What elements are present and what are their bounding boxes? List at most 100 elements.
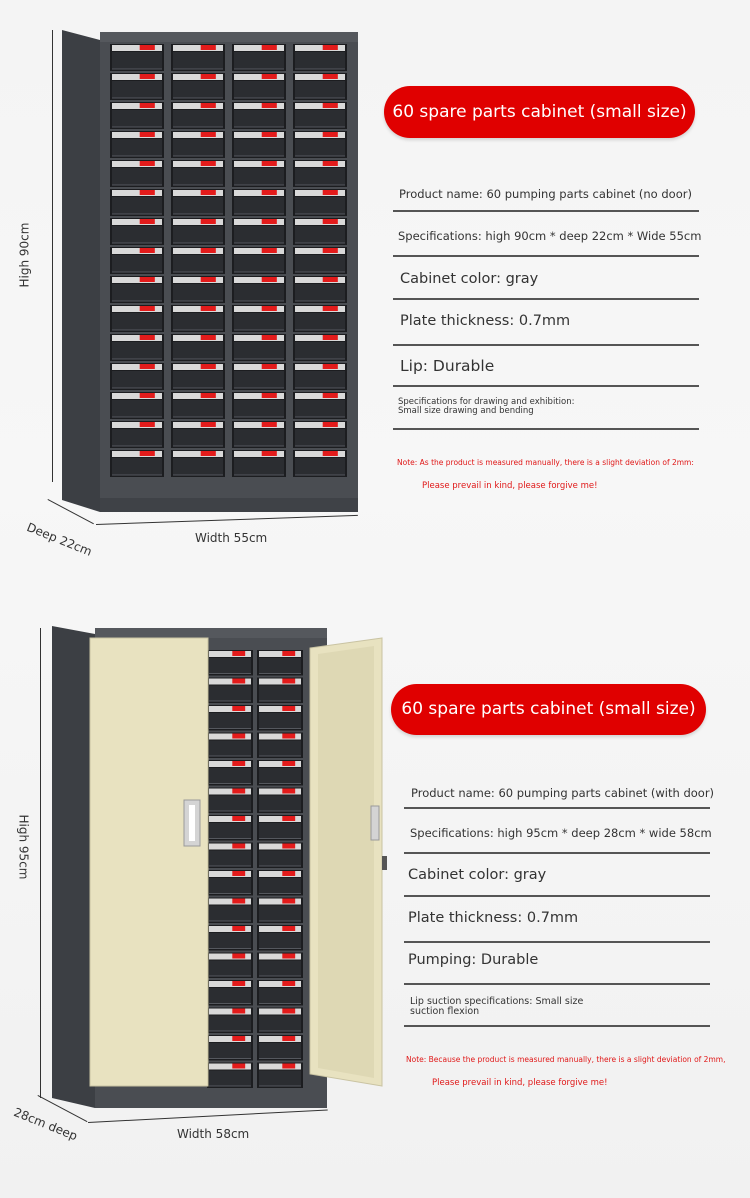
drawer — [207, 1007, 253, 1033]
cabinet-with-door-image — [0, 600, 400, 1160]
drawer — [257, 897, 303, 923]
drawer — [293, 276, 347, 303]
drawer — [257, 980, 303, 1006]
product-title: 60 spare parts cabinet (small size) — [392, 102, 687, 122]
drawer — [257, 732, 303, 758]
drawer — [110, 102, 164, 129]
drawer — [257, 760, 303, 786]
spec-lip: Lip: Durable — [400, 357, 495, 375]
drawer — [293, 247, 347, 274]
drawer — [207, 677, 253, 703]
drawer — [257, 952, 303, 978]
drawer — [171, 334, 225, 361]
height-dimension-line — [40, 628, 41, 1098]
drawer — [207, 815, 253, 841]
drawer — [293, 189, 347, 216]
drawer — [232, 102, 286, 129]
drawer — [171, 276, 225, 303]
drawer — [293, 450, 347, 477]
drawer — [110, 218, 164, 245]
drawer — [293, 363, 347, 390]
width-label: Width 58cm — [177, 1127, 250, 1141]
height-dimension-line — [52, 30, 53, 482]
measurement-note: Note: Because the product is measured ma… — [406, 1055, 726, 1064]
drawer — [232, 44, 286, 71]
spec-divider — [393, 255, 699, 257]
drawer — [207, 1062, 253, 1088]
drawer — [232, 160, 286, 187]
spec-drawing-line-1: Specifications for drawing and exhibitio… — [398, 397, 575, 407]
drawer — [207, 650, 253, 676]
drawer — [232, 363, 286, 390]
drawer — [257, 705, 303, 731]
drawer — [232, 421, 286, 448]
drawer — [293, 334, 347, 361]
forgive-note: Please prevail in kind, please forgive m… — [432, 1078, 608, 1088]
drawer — [171, 392, 225, 419]
drawer — [257, 1007, 303, 1033]
spec-pumping: Pumping: Durable — [408, 952, 539, 968]
drawer — [293, 421, 347, 448]
spec-divider — [393, 344, 699, 346]
spec-dimensions: Specifications: high 95cm * deep 28cm * … — [410, 826, 712, 840]
drawer — [232, 450, 286, 477]
drawer — [232, 392, 286, 419]
drawer — [293, 218, 347, 245]
drawer — [207, 760, 253, 786]
spec-divider — [393, 385, 699, 387]
drawer — [257, 677, 303, 703]
drawer — [110, 247, 164, 274]
drawer — [257, 815, 303, 841]
spec-product-name: Product name: 60 pumping parts cabinet (… — [399, 187, 692, 201]
drawer — [110, 450, 164, 477]
spec-dimensions: Specifications: high 90cm * deep 22cm * … — [398, 229, 702, 243]
spec-drawing-line-2: Small size drawing and bending — [398, 406, 534, 416]
drawer — [171, 131, 225, 158]
drawer — [232, 73, 286, 100]
spec-thickness: Plate thickness: 0.7mm — [400, 313, 571, 329]
drawer — [207, 842, 253, 868]
measurement-note: Note: As the product is measured manuall… — [397, 458, 694, 467]
drawer — [171, 305, 225, 332]
drawer — [171, 450, 225, 477]
drawer — [110, 392, 164, 419]
drawer — [171, 189, 225, 216]
spec-divider — [404, 941, 710, 943]
drawer — [171, 44, 225, 71]
drawer — [207, 1035, 253, 1061]
drawer — [207, 980, 253, 1006]
drawer — [232, 131, 286, 158]
cabinet-no-door-image — [0, 0, 380, 560]
drawer — [171, 102, 225, 129]
drawer — [171, 421, 225, 448]
drawer — [110, 334, 164, 361]
product-title: 60 spare parts cabinet (small size) — [401, 699, 696, 719]
drawer — [293, 44, 347, 71]
spec-color: Cabinet color: gray — [400, 271, 539, 287]
drawer — [110, 276, 164, 303]
drawer — [257, 870, 303, 896]
spec-divider — [393, 428, 699, 430]
drawer — [232, 247, 286, 274]
drawer — [232, 189, 286, 216]
drawer — [171, 218, 225, 245]
drawer — [171, 247, 225, 274]
spec-suction-line-2: suction flexion — [410, 1006, 480, 1017]
drawer — [171, 160, 225, 187]
drawer — [110, 131, 164, 158]
drawer — [232, 276, 286, 303]
spec-divider — [404, 895, 710, 897]
spec-divider — [404, 983, 710, 985]
drawer — [257, 1062, 303, 1088]
spec-divider — [404, 807, 710, 809]
spec-divider — [404, 1025, 710, 1027]
drawer — [207, 732, 253, 758]
spec-divider — [404, 852, 710, 854]
spec-divider — [393, 298, 699, 300]
drawer — [293, 305, 347, 332]
spec-divider — [393, 210, 699, 212]
drawer — [293, 102, 347, 129]
drawer — [110, 189, 164, 216]
height-label: High 95cm — [16, 814, 31, 880]
height-label: High 90cm — [17, 222, 32, 288]
